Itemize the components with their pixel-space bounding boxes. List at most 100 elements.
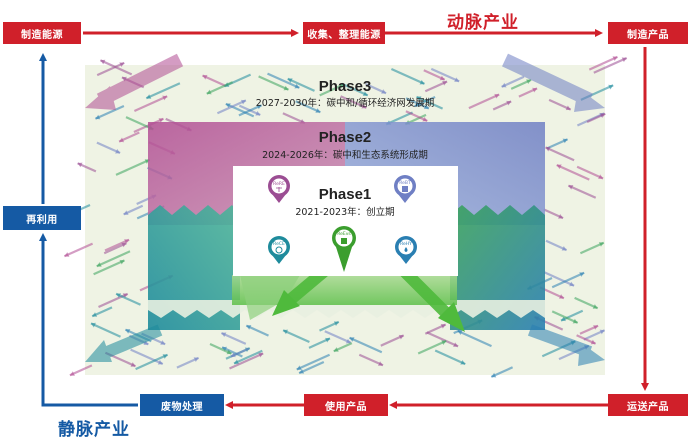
small-arrow bbox=[267, 72, 300, 89]
pin-rere-icon: ReRE bbox=[268, 175, 290, 203]
node-make-energy: 制造能源 bbox=[3, 22, 81, 44]
small-arrowhead bbox=[378, 361, 383, 366]
small-arrowhead bbox=[572, 318, 578, 324]
small-arrow bbox=[434, 349, 466, 366]
small-arrowhead bbox=[157, 359, 163, 365]
phase1-title: Phase1 bbox=[318, 186, 372, 203]
small-arrowhead bbox=[125, 329, 131, 334]
small-arrow bbox=[225, 102, 255, 118]
small-arrowhead bbox=[130, 362, 136, 367]
flow-arrows bbox=[39, 29, 649, 409]
small-arrowhead bbox=[100, 59, 106, 65]
node-ship-product: 运送产品 bbox=[608, 394, 688, 416]
small-arrowhead bbox=[124, 239, 130, 244]
small-arrowhead bbox=[579, 272, 585, 277]
small-arrow bbox=[358, 353, 384, 367]
small-arrowhead bbox=[423, 104, 429, 110]
small-arrow bbox=[543, 271, 575, 287]
svg-text:ReRE: ReRE bbox=[273, 181, 285, 187]
small-arrow bbox=[220, 331, 247, 345]
small-arrow bbox=[90, 322, 121, 338]
pin-rehy-icon: ReHY bbox=[395, 236, 417, 264]
small-arrowhead bbox=[562, 138, 568, 144]
small-arrowhead bbox=[414, 102, 420, 107]
phase1-subtitle: 2021-2023年：创立期 bbox=[295, 207, 395, 218]
small-arrowhead bbox=[230, 352, 236, 358]
small-arrowhead bbox=[193, 357, 199, 362]
small-arrow bbox=[295, 100, 321, 114]
phase2-title: Phase2 bbox=[318, 129, 372, 146]
small-arrowhead bbox=[422, 116, 428, 122]
svg-text:ReCE: ReCE bbox=[273, 241, 285, 247]
small-arrow bbox=[296, 353, 331, 371]
artery-industry-label: 动脉产业 bbox=[447, 13, 519, 33]
small-arrowhead bbox=[592, 304, 598, 309]
small-arrowhead bbox=[234, 359, 240, 365]
small-arrow bbox=[576, 165, 604, 180]
small-arrowhead bbox=[258, 352, 264, 358]
phase3-title: Phase3 bbox=[318, 78, 372, 95]
small-arrowhead bbox=[299, 368, 305, 374]
small-arrowhead bbox=[226, 349, 232, 355]
small-arrow bbox=[319, 83, 345, 97]
small-arrowhead bbox=[225, 103, 231, 108]
small-arrowhead bbox=[119, 62, 125, 68]
small-arrowhead bbox=[349, 337, 355, 342]
small-arrowhead bbox=[77, 162, 83, 168]
small-arrow bbox=[390, 67, 425, 85]
small-arrowhead bbox=[568, 184, 574, 190]
pin-reevs-icon: ReEvs bbox=[332, 226, 356, 272]
small-arrowhead bbox=[256, 104, 262, 110]
small-arrowhead bbox=[123, 210, 129, 216]
small-arrow bbox=[233, 349, 263, 365]
vein-industry-label: 静脉产业 bbox=[58, 420, 130, 440]
small-arrow bbox=[145, 82, 181, 100]
small-arrowhead bbox=[160, 340, 166, 345]
small-arrow bbox=[588, 55, 618, 71]
small-arrowhead bbox=[419, 79, 425, 85]
phase2-subtitle: 2024-2026年：碳中和生态系统形成期 bbox=[262, 150, 428, 161]
small-arrowhead bbox=[121, 76, 127, 82]
small-arrowhead bbox=[621, 57, 627, 63]
small-arrow bbox=[96, 61, 125, 77]
small-arrow bbox=[551, 310, 579, 324]
node-reuse: 再利用 bbox=[3, 206, 81, 230]
small-arrowhead bbox=[556, 164, 562, 170]
small-arrowhead bbox=[561, 245, 567, 251]
small-arrowhead bbox=[600, 113, 606, 118]
small-arrow bbox=[216, 99, 247, 115]
small-arrow bbox=[298, 360, 325, 375]
node-collect-energy: 收集、整理能源 bbox=[303, 22, 385, 44]
small-arrow bbox=[115, 158, 151, 176]
small-arrow bbox=[96, 250, 131, 268]
small-arrowhead bbox=[294, 83, 300, 89]
small-arrowhead bbox=[96, 262, 102, 267]
small-arrowhead bbox=[206, 89, 212, 95]
small-arrowhead bbox=[146, 94, 152, 99]
small-arrowhead bbox=[565, 105, 571, 111]
small-arrow bbox=[135, 353, 169, 371]
small-arrowhead bbox=[115, 148, 121, 154]
small-arrow bbox=[258, 75, 289, 91]
small-arrow bbox=[63, 242, 94, 258]
small-arrowhead bbox=[381, 89, 387, 94]
pin-rebt-icon: ReBT bbox=[394, 175, 416, 203]
small-arrow bbox=[551, 271, 585, 289]
small-arrowhead bbox=[64, 252, 70, 257]
small-arrowhead bbox=[158, 118, 164, 123]
small-arrowhead bbox=[162, 95, 168, 101]
small-arrow bbox=[468, 93, 500, 110]
small-arrow bbox=[94, 104, 125, 120]
small-arrowhead bbox=[121, 242, 127, 248]
small-arrowhead bbox=[143, 340, 149, 346]
small-arrowhead bbox=[491, 372, 497, 378]
small-arrowhead bbox=[506, 100, 512, 106]
pin-rece-icon: ReCE bbox=[268, 236, 290, 264]
small-arrow bbox=[426, 331, 459, 348]
small-arrowhead bbox=[590, 339, 596, 345]
small-arrow bbox=[93, 259, 125, 276]
small-arrowhead bbox=[398, 334, 404, 340]
small-arrowhead bbox=[441, 340, 447, 345]
small-arrowhead bbox=[501, 82, 507, 88]
